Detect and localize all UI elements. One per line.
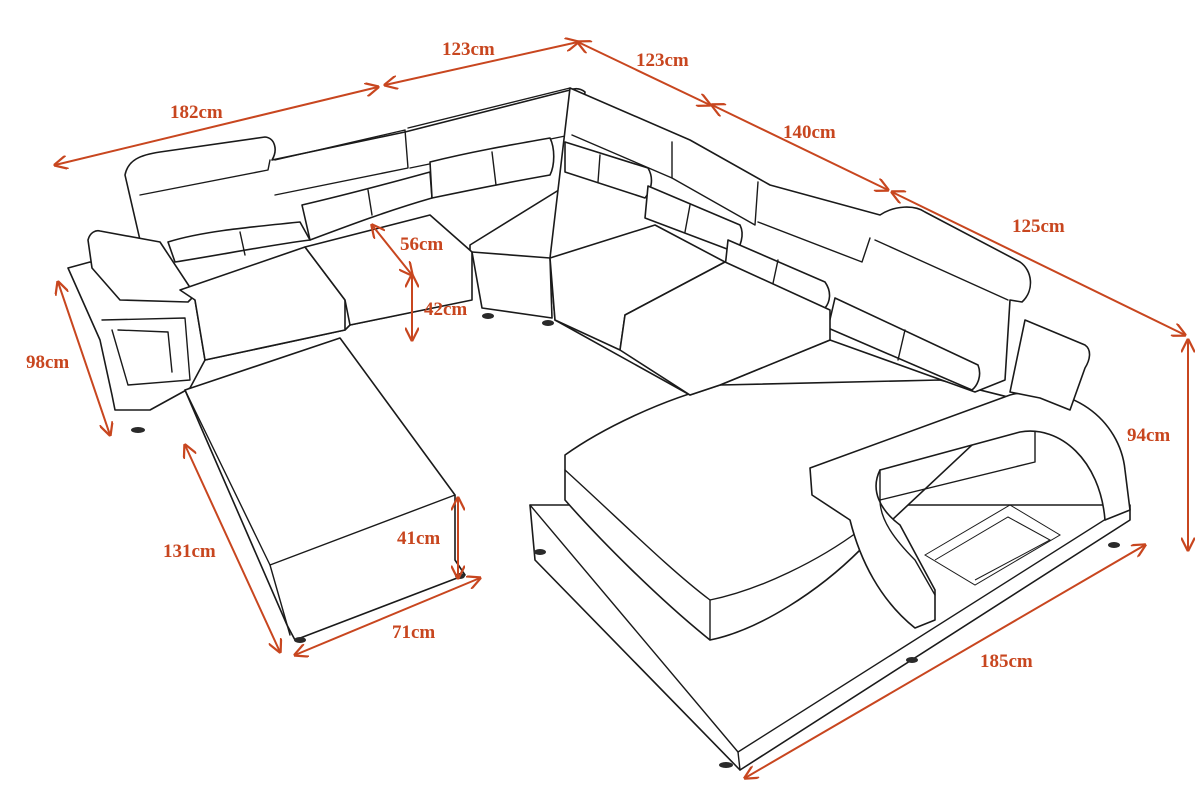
dimension-labels: 182cm 123cm 123cm 140cm 125cm 98cm 56cm … [26, 39, 1170, 672]
label-right-back: 140cm [783, 122, 836, 143]
label-ottoman-height: 41cm [397, 528, 440, 549]
label-back-middle: 123cm [442, 39, 495, 60]
label-back-left: 182cm [170, 102, 223, 123]
label-seat-depth: 56cm [400, 234, 443, 255]
back-pillows [167, 137, 981, 391]
dimension-line-right-end [892, 192, 1185, 335]
label-right-end: 125cm [1012, 216, 1065, 237]
dimension-line-chaise-length [745, 545, 1145, 778]
sofa-drawing [67, 87, 1131, 771]
label-chaise-length: 185cm [980, 651, 1033, 672]
seat-cushions [179, 214, 831, 396]
right-back-panel [1009, 319, 1091, 411]
label-ottoman-width: 71cm [392, 622, 435, 643]
label-seat-height: 42cm [424, 299, 467, 320]
dimension-line-ottoman-width [295, 578, 480, 655]
dimension-line-back-left [55, 87, 378, 165]
label-right-height: 94cm [1127, 425, 1170, 446]
ottoman [184, 337, 466, 643]
dimension-lines [55, 42, 1188, 778]
dimension-line-corner [578, 42, 710, 105]
dimension-line-left-depth [58, 282, 110, 435]
label-ottoman-length: 131cm [163, 541, 216, 562]
label-left-depth: 98cm [26, 352, 69, 373]
dimension-line-seat-depth [372, 225, 412, 275]
dimension-line-right-back [712, 105, 888, 190]
dimension-line-back-middle [385, 42, 578, 85]
dimension-line-ottoman-length [185, 445, 280, 652]
label-corner: 123cm [636, 50, 689, 71]
